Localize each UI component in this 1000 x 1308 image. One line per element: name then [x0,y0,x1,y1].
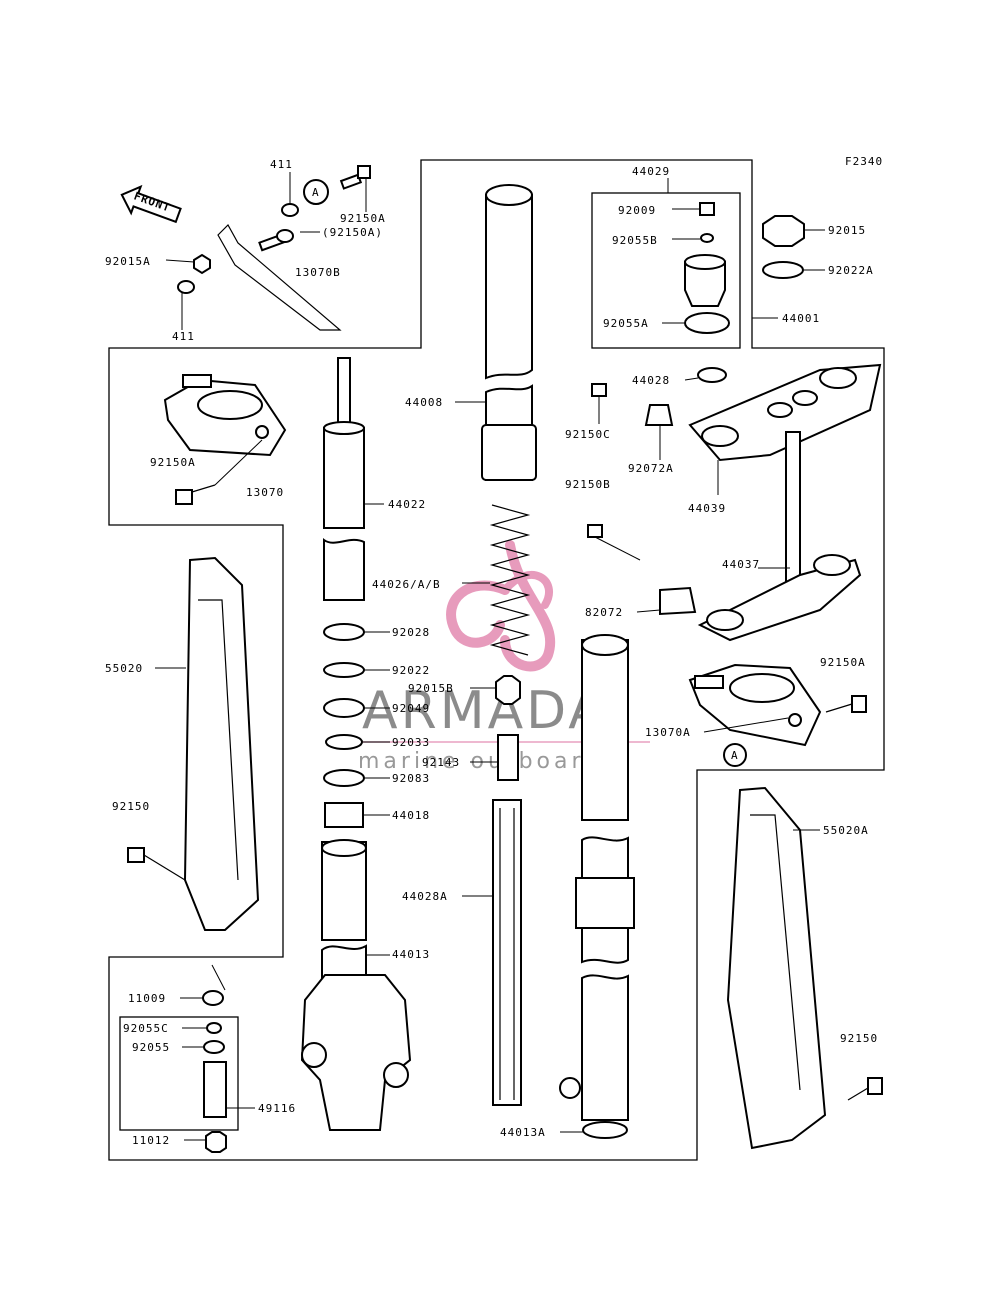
label-44029: 44029 [632,165,670,178]
label-92055: 92055 [132,1041,170,1054]
label-92055B: 92055B [612,234,658,247]
inner-tube-upper [455,184,537,481]
label-11009: 11009 [128,992,166,1005]
label-92150B: 92150B [565,478,611,491]
label-11012: 11012 [132,1134,170,1147]
cap-bolt-parts [662,178,730,334]
label-92072A: 92072A [628,462,674,475]
valve-subassembly [180,964,255,1153]
figure-code: F2340 [845,155,883,168]
label-92150A-left: 92150A [150,456,196,469]
outer-tube [559,634,635,1139]
label-92028: 92028 [392,626,430,639]
valve-subassembly-frame [119,1016,239,1131]
label-92055A: 92055A [603,317,649,330]
label-44013: 44013 [392,948,430,961]
circle-marker-bottom: A [731,749,739,762]
label-92049: 92049 [392,702,430,715]
label-92033: 92033 [392,736,430,749]
cap-bolt-subassembly-frame [591,192,741,349]
label-44013A: 44013A [500,1126,546,1139]
center-small-parts [470,675,521,781]
armada-logo-mark [446,540,556,672]
label-44008: 44008 [405,396,443,409]
top-nut-parts [752,215,825,319]
label-92015: 92015 [828,224,866,237]
label-92022A: 92022A [828,264,874,277]
label-92150A-paren: (92150A) [322,226,383,239]
label-92150C: 92150C [565,428,611,441]
front-arrow-icon [120,184,182,224]
label-92150-right: 92150 [840,1032,878,1045]
label-92022: 92022 [392,664,430,677]
label-55020: 55020 [105,662,143,675]
label-92009: 92009 [618,204,656,217]
label-92015B: 92015B [408,682,454,695]
label-92143: 92143 [422,756,460,769]
label-44001: 44001 [782,312,820,325]
seal-stack [323,623,390,828]
diagram-frames [108,159,885,1161]
left-fork-guard [127,556,260,931]
label-92150-left: 92150 [112,800,150,813]
label-44028: 44028 [632,374,670,387]
label-44018: 44018 [392,809,430,822]
lower-bracket [587,431,862,642]
left-clamp [163,374,287,505]
right-fork-guard [726,786,883,1150]
right-clamp [688,663,867,767]
label-92015A: 92015A [105,255,151,268]
watermark-brand: ARMADA [362,681,607,741]
axle-holder [300,839,412,1131]
label-44026: 44026/A/B [372,578,441,591]
label-411-top: 411 [270,158,293,171]
label-13070: 13070 [246,486,284,499]
upper-bracket [591,363,882,495]
label-82072: 82072 [585,606,623,619]
label-92150A-right: 92150A [820,656,866,669]
label-44039: 44039 [688,502,726,515]
damper-tube [462,799,522,1106]
label-92055C: 92055C [123,1022,169,1035]
damper-rod [323,357,384,601]
fork-spring [462,504,531,656]
label-44028A: 44028A [402,890,448,903]
label-13070A: 13070A [645,726,691,739]
label-55020A: 55020A [823,824,869,837]
cable-guide-parts [165,165,371,331]
circle-marker-top: A [312,186,320,199]
label-44022: 44022 [388,498,426,511]
label-13070B: 13070B [295,266,341,279]
label-44037: 44037 [722,558,760,571]
label-49116: 49116 [258,1102,296,1115]
label-92083: 92083 [392,772,430,785]
label-92150A-top: 92150A [340,212,386,225]
label-411-bottom: 411 [172,330,195,343]
